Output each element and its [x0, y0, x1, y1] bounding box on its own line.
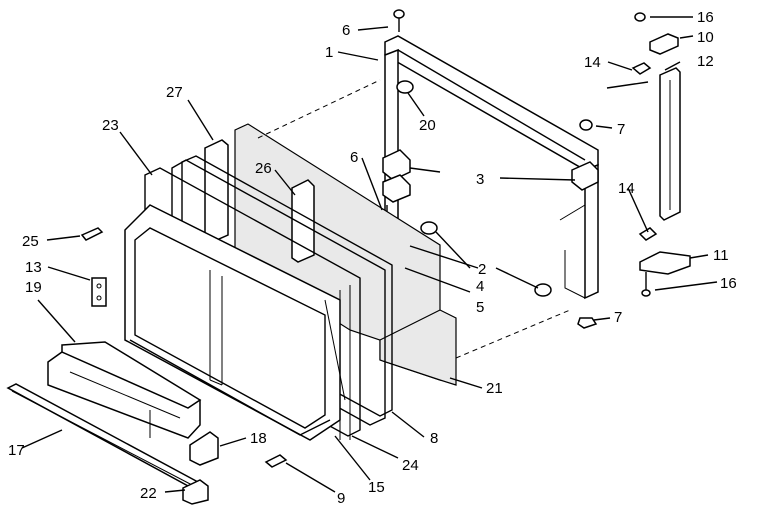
end-cap-18 [189, 431, 219, 466]
callout-14-bottom: 14 [618, 180, 635, 197]
leader-lines [21, 16, 718, 493]
callout-5: 5 [476, 299, 484, 316]
callout-7-bottom: 7 [614, 309, 622, 326]
plug-7-top [579, 119, 593, 131]
inner-door-panel [124, 204, 346, 441]
callout-1: 1 [325, 44, 333, 61]
handle-cap-10 [649, 33, 679, 55]
plug-7-bottom [577, 317, 598, 329]
callout-7-top: 7 [617, 121, 625, 138]
bracket-13 [91, 277, 107, 307]
callout-20: 20 [419, 117, 436, 134]
callout-6-mid: 6 [350, 149, 358, 166]
callout-16-bottom: 16 [720, 275, 737, 292]
spacer-14-bottom [638, 227, 658, 241]
callout-23: 23 [102, 117, 119, 134]
handle-bar-12 [659, 67, 681, 221]
strip-26 [291, 179, 315, 263]
callout-26: 26 [255, 160, 272, 177]
callout-11: 11 [713, 247, 729, 264]
door-shelf [47, 341, 202, 439]
callout-19: 19 [25, 279, 42, 296]
hinge-right [571, 161, 599, 191]
cap-20 [396, 80, 414, 94]
callout-4: 4 [476, 278, 484, 295]
callout-22: 22 [140, 485, 157, 502]
callout-labels: 6 1 14 16 10 12 20 7 6 3 14 2 4 5 11 16 … [8, 9, 737, 507]
callout-3: 3 [476, 171, 484, 188]
handle-bracket-11 [639, 251, 691, 275]
end-cap-22 [182, 479, 209, 505]
callout-21: 21 [486, 380, 503, 397]
callout-27: 27 [166, 84, 183, 101]
screw-16-top [634, 12, 646, 22]
callout-15: 15 [368, 479, 385, 496]
screw-top [393, 9, 405, 32]
hinge-left [382, 149, 411, 203]
callout-14-top: 14 [584, 54, 601, 71]
callout-10: 10 [697, 29, 714, 46]
callout-24: 24 [402, 457, 419, 474]
callout-25: 25 [22, 233, 39, 250]
callout-12: 12 [697, 53, 714, 70]
screw-25 [80, 227, 104, 241]
feet-2 [420, 221, 552, 297]
screw-9 [264, 454, 288, 468]
callout-2: 2 [478, 261, 486, 278]
callout-8: 8 [430, 430, 438, 447]
strip-27 [204, 139, 229, 243]
callout-13: 13 [25, 259, 42, 276]
callout-17: 17 [8, 442, 25, 459]
spacer-14-top [631, 62, 652, 75]
screw-16-bottom [641, 272, 651, 297]
callout-9: 9 [337, 490, 345, 507]
callout-6-top: 6 [342, 22, 350, 39]
callout-18: 18 [250, 430, 267, 447]
callout-16-top: 16 [697, 9, 714, 26]
